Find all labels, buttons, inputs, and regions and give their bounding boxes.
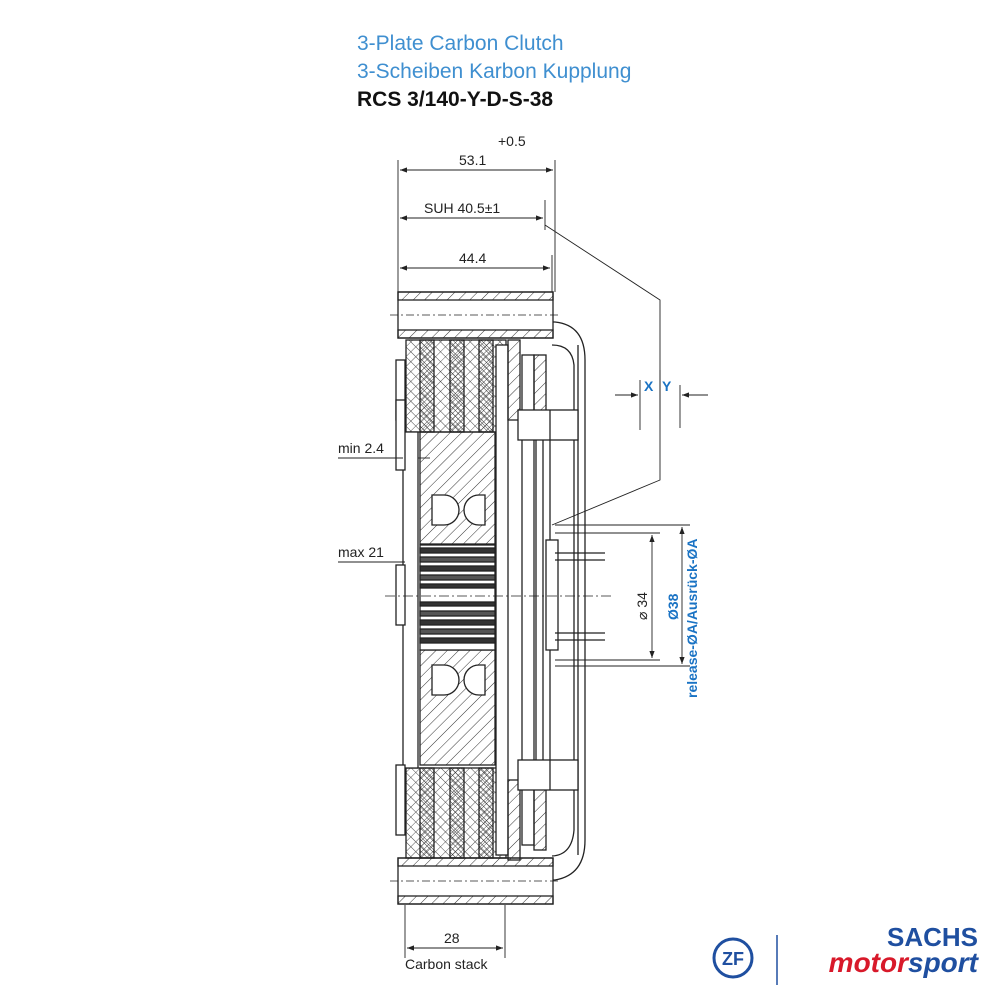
dimension-lines bbox=[338, 160, 708, 958]
y-label: Y bbox=[662, 378, 672, 394]
x-label: X bbox=[644, 378, 654, 394]
sachs-wordmark: SACHS bbox=[887, 922, 978, 952]
zf-logo-text: ZF bbox=[722, 949, 744, 969]
length-44-label: 44.4 bbox=[459, 250, 486, 266]
title-german: 3-Scheiben Karbon Kupplung bbox=[357, 60, 632, 83]
carbon-stack-label: Carbon stack bbox=[405, 956, 488, 972]
rivet-top bbox=[517, 409, 579, 441]
diameter-38-label: Ø38 bbox=[665, 593, 681, 620]
motorsport-wordmark: motorsport bbox=[829, 947, 980, 978]
release-diameter-label: release-ØA/Ausrück-ØA bbox=[684, 538, 700, 698]
model-number: RCS 3/140-Y-D-S-38 bbox=[357, 88, 554, 111]
title-english: 3-Plate Carbon Clutch bbox=[357, 32, 564, 55]
clutch-body bbox=[385, 291, 612, 905]
carbon-stack-value: 28 bbox=[444, 930, 460, 946]
hub-splines bbox=[419, 544, 496, 651]
zf-logo-icon bbox=[712, 937, 754, 979]
hub-upper bbox=[419, 431, 496, 545]
suh-label: SUH 40.5±1 bbox=[424, 200, 500, 216]
overall-length-label: 53.1 bbox=[459, 152, 486, 168]
max-label: max 21 bbox=[338, 544, 384, 560]
tolerance-label: +0.5 bbox=[498, 133, 526, 149]
min-thickness-label: min 2.4 bbox=[338, 440, 384, 456]
rivet-bottom bbox=[517, 759, 579, 791]
diameter-34-label: ⌀ 34 bbox=[634, 592, 650, 620]
zf-sachs-motorsport-logo: ZF SACHS motorsport bbox=[712, 922, 980, 985]
